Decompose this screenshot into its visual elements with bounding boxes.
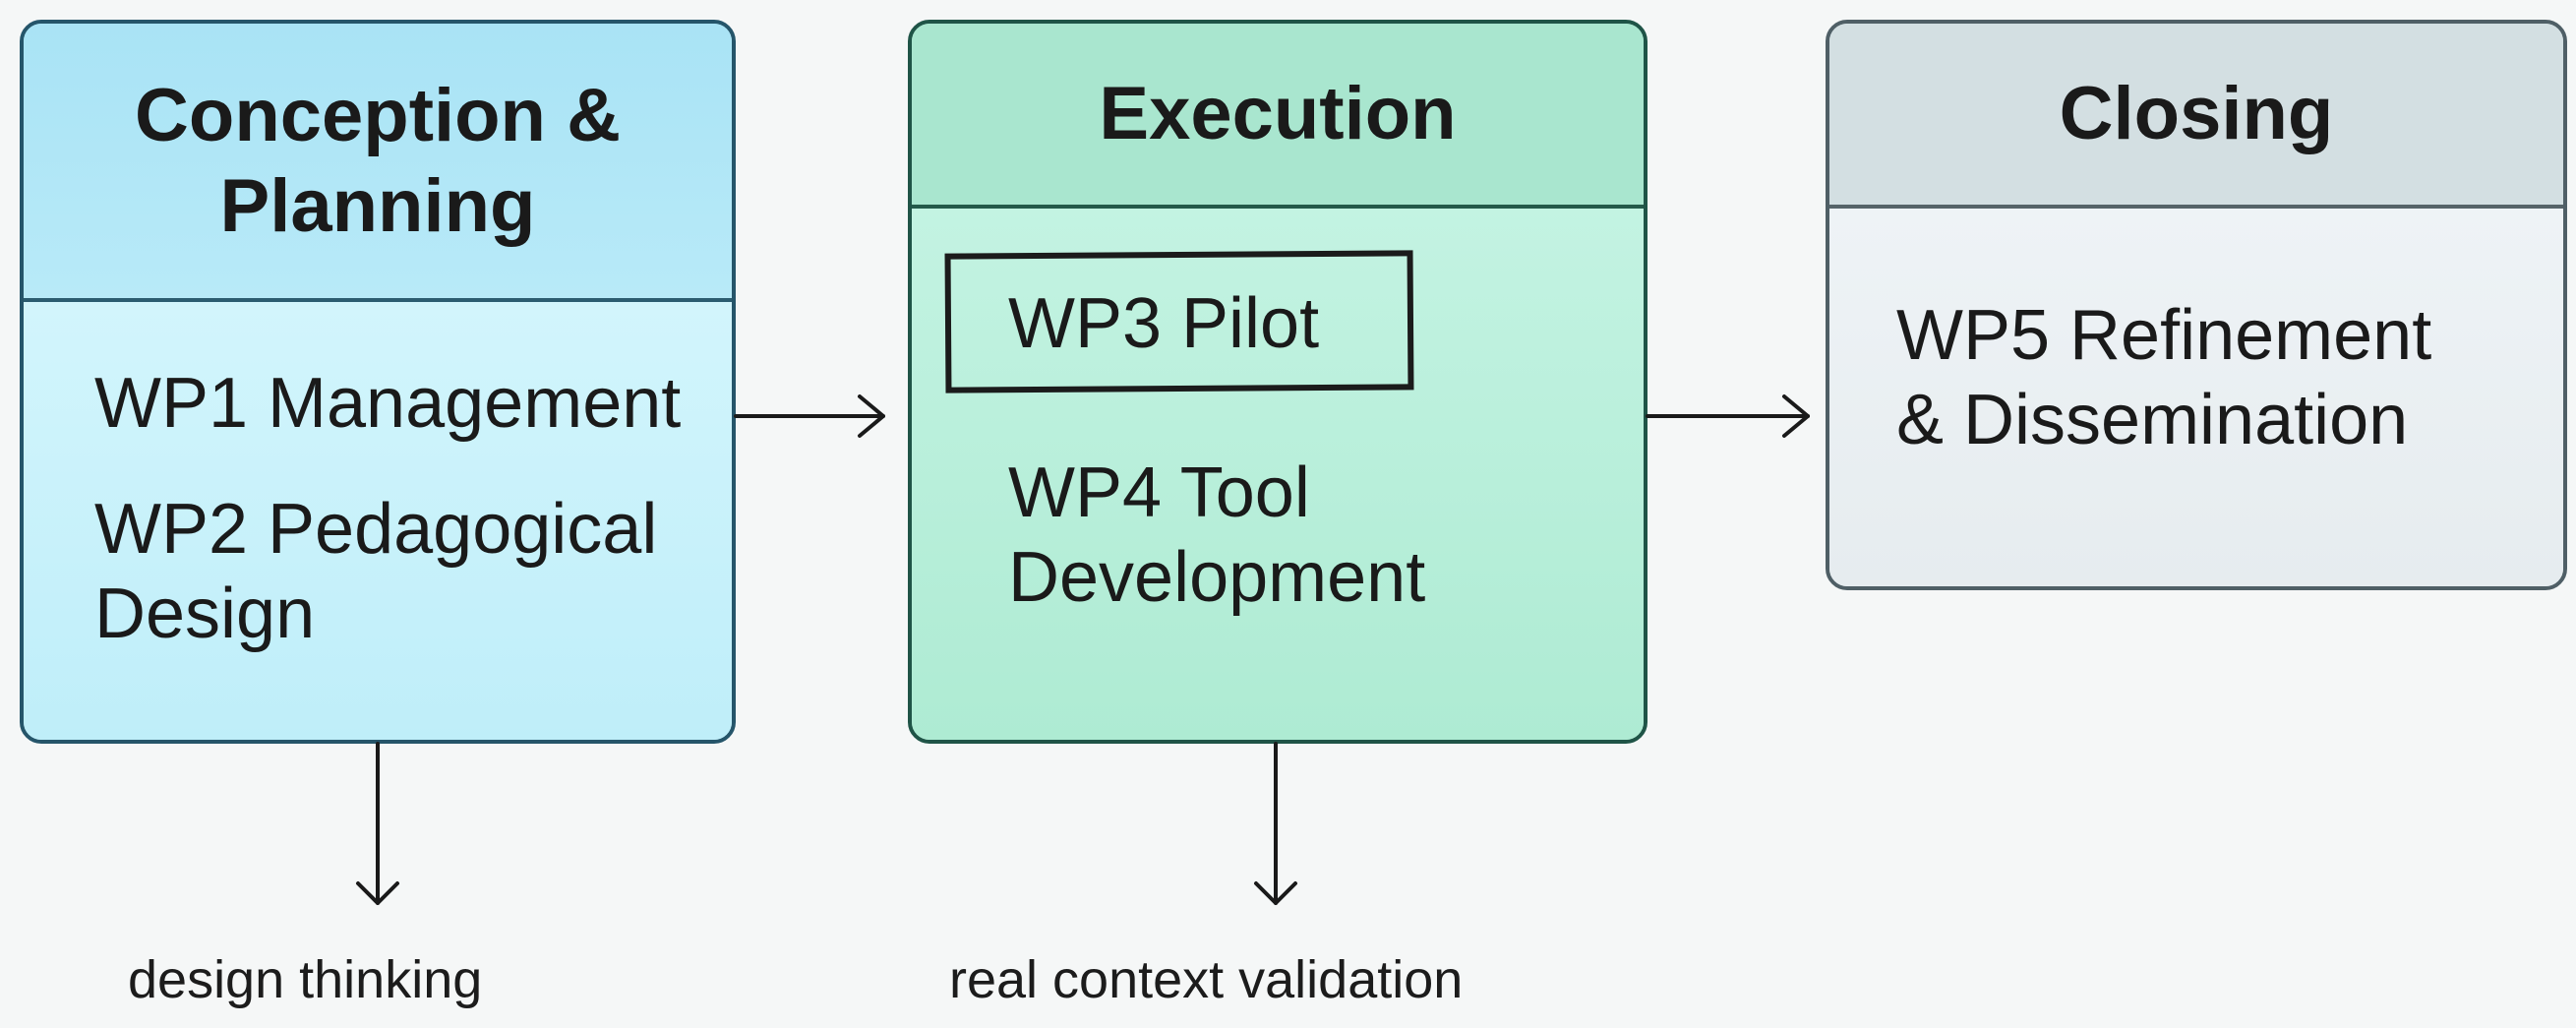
phase-closing: Closing WP5 Refinement & Dissemination xyxy=(1826,20,2567,590)
wp2-pedagogical-design: WP2 Pedagogical Design xyxy=(94,490,658,653)
phase-body: WP1 Management WP2 Pedagogical Design xyxy=(24,302,732,740)
phase-title: Closing xyxy=(1829,24,2563,209)
wp5-refinement-dissemination: WP5 Refinement & Dissemination xyxy=(1896,296,2432,459)
arrow-execution-down xyxy=(1254,742,1297,905)
phase-execution: Execution WP3 Pilot WP4 Tool Development xyxy=(908,20,1647,744)
wp1-management: WP1 Management xyxy=(94,364,682,443)
phase-title: Execution xyxy=(912,24,1644,209)
phase-body: WP3 Pilot WP4 Tool Development xyxy=(912,209,1644,740)
arrow-planning-down xyxy=(356,742,399,905)
arrow-planning-to-execution xyxy=(734,394,885,438)
phase-conception-planning: Conception & Planning WP1 Management WP2… xyxy=(20,20,736,744)
arrow-execution-to-closing xyxy=(1646,394,1810,438)
phase-title: Conception & Planning xyxy=(24,24,732,302)
wp4-tool-development: WP4 Tool Development xyxy=(1008,454,1426,617)
phase-body: WP5 Refinement & Dissemination xyxy=(1829,209,2563,586)
note-real-context-validation: real context validation xyxy=(949,950,1464,1009)
wp3-pilot: WP3 Pilot xyxy=(1008,284,1320,363)
note-design-thinking: design thinking xyxy=(128,950,483,1009)
